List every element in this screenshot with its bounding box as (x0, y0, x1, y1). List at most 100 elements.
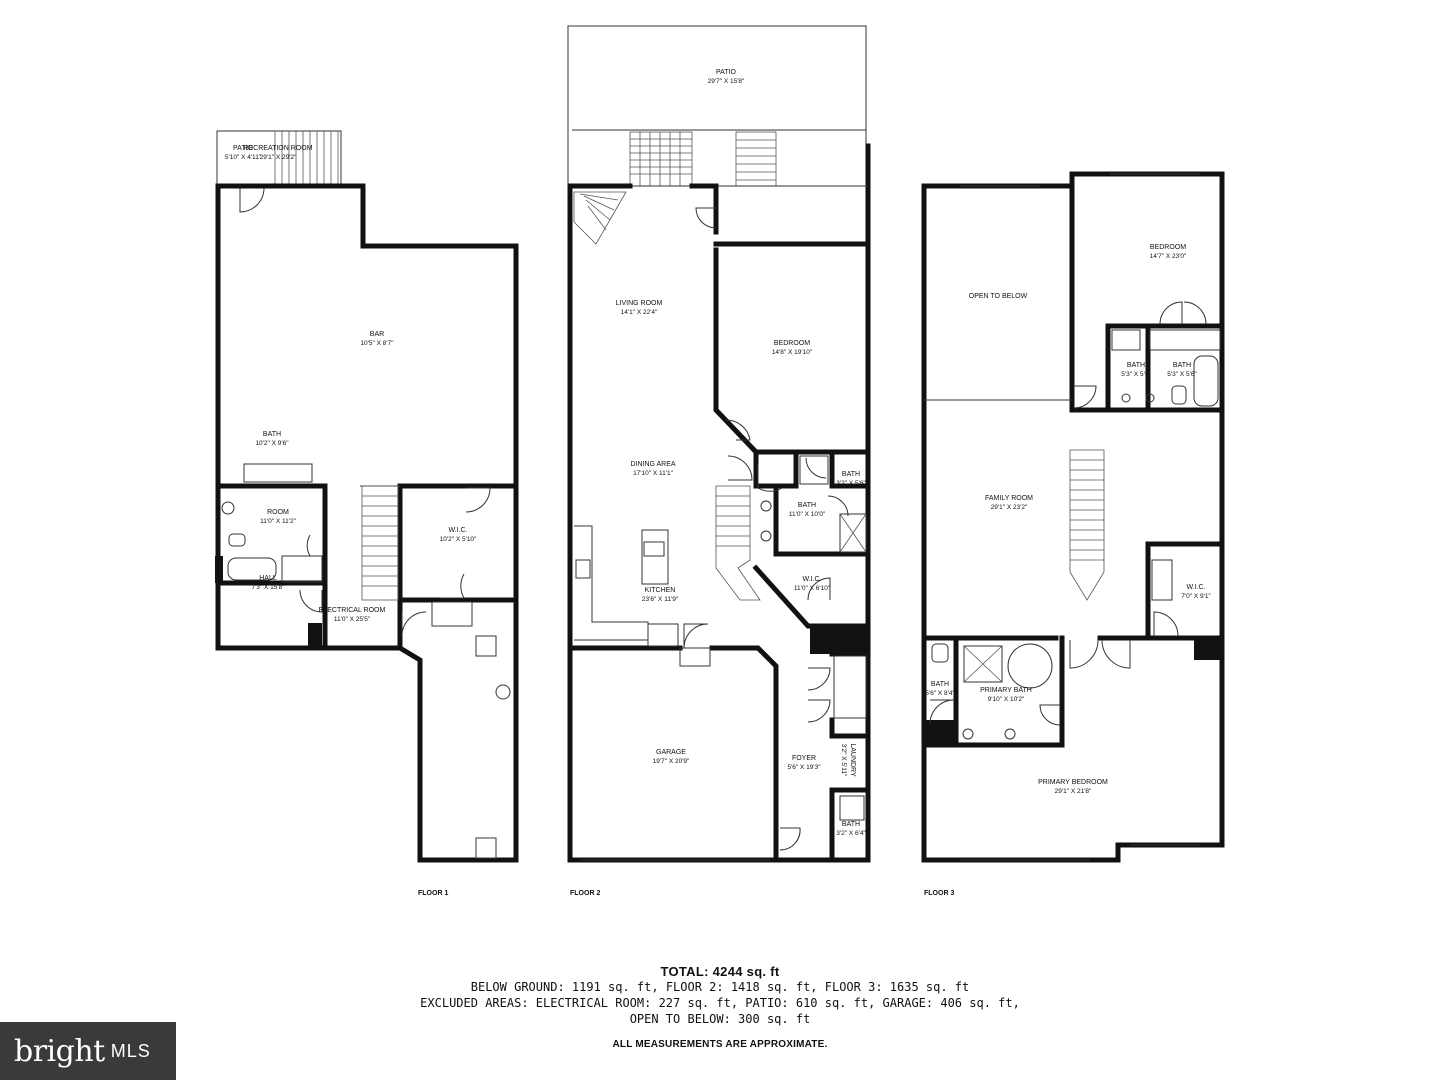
room-dimensions: 29'1" X 21'8" (1055, 788, 1092, 795)
room-name: FOYER (792, 755, 816, 762)
fridge (647, 623, 679, 647)
sink (575, 559, 591, 579)
bar-counter (243, 463, 313, 483)
room-name: W.I.C. (448, 527, 467, 534)
room-name: PRIMARY BEDROOM (1038, 779, 1108, 786)
room-dimensions: 10'2" X 9'6" (255, 440, 289, 447)
room-dimensions: 3'2" X 5'11" (840, 744, 847, 777)
room-label: BEDROOM 14'7" X 23'0" (1150, 244, 1187, 260)
room-dimensions: 3'2" X 5'6" (836, 480, 866, 487)
room-name: KITCHEN (645, 587, 676, 594)
bath-column (215, 556, 223, 583)
garage-steps (679, 647, 711, 667)
room-dimensions: 19'7" X 20'9" (653, 758, 690, 765)
bath-large-walls (773, 483, 871, 557)
room-label: GARAGE 19'7" X 20'9" (653, 749, 690, 765)
room-dimensions: 10'5" X 8'7" (360, 340, 394, 347)
kitchen-island (641, 529, 669, 585)
floor-2-doors (683, 207, 849, 851)
closet (833, 655, 867, 719)
room-name: GARAGE (656, 749, 686, 756)
open-to-below-line: OPEN TO BELOW: 300 sq. ft (629, 1012, 811, 1026)
room-label: W.I.C. 10'2" X 5'10" (440, 527, 477, 543)
vanity-sink-2 (1004, 728, 1016, 740)
logo-suffix: MLS (110, 1040, 151, 1061)
room-name: BATH (842, 471, 860, 478)
foyer-walls (829, 651, 871, 739)
bath-small-walls (753, 449, 799, 489)
vanity-sink-2 (760, 530, 772, 542)
below-ground-line: BELOW GROUND: 1191 sq. ft, FLOOR 2: 1418… (470, 980, 970, 994)
bath-sink (799, 455, 829, 485)
floor-2-label: FLOOR 2 (570, 890, 600, 897)
room-label: BATH 3'2" X 5'6" (836, 471, 866, 487)
patio-stairs (274, 131, 339, 185)
floor-3-stairs (1069, 449, 1105, 601)
room-name: PRIMARY BATH (980, 687, 1032, 694)
column-right (1194, 638, 1222, 660)
bedroom-walls (713, 247, 871, 455)
room-name: BATH (1127, 362, 1145, 369)
floor-2-outer-walls (567, 143, 871, 863)
room-label: LIVING ROOM 14'1" X 22'4" (616, 300, 663, 316)
room-dimensions: 5'6" X 8'4" (925, 690, 955, 697)
sink (221, 501, 235, 515)
room-dimensions: 14'7" X 23'0" (1150, 253, 1187, 260)
floor-1-plan (215, 130, 519, 863)
room-name: LIVING ROOM (616, 300, 663, 307)
room-label: HALL 7'3" X 15'8" (251, 575, 285, 591)
room-dimensions: 3'2" X 6'4" (836, 830, 866, 837)
floor-1-doors (239, 187, 491, 637)
room-name: RECREATION ROOM (243, 145, 312, 152)
floor-2-plan (567, 25, 871, 863)
room-name: BATH (842, 821, 860, 828)
room-label: W.I.C.11'0" X 6'10" (794, 576, 831, 592)
room-label: W.I.C.7'0" X 9'1" (1181, 584, 1211, 600)
bath-toilet (931, 643, 949, 663)
wic-walls (1145, 541, 1225, 641)
total-area: TOTAL: 4244 sq. ft (660, 964, 780, 979)
excluded-areas-line: EXCLUDED AREAS: ELECTRICAL ROOM: 227 sq.… (420, 996, 1020, 1010)
wic-column (308, 623, 322, 647)
tub (1193, 355, 1219, 407)
bath-sink-foyer (839, 795, 865, 821)
primary-shower (963, 645, 1003, 683)
area-summary: TOTAL: 4244 sq. ft BELOW GROUND: 1191 sq… (320, 964, 1120, 1050)
room-dimensions: 5'10" X 4'11" (225, 154, 262, 161)
bath-walls (1105, 323, 1225, 413)
room-dimensions: 9'10" X 10'2" (988, 696, 1025, 703)
bath-right-walls (829, 449, 871, 489)
cooktop (643, 541, 665, 557)
shower (839, 513, 867, 553)
floor-2-stairs-down (573, 191, 627, 245)
room-name: BATH (263, 431, 281, 438)
utility-closet (431, 601, 473, 627)
room-dimensions: 5'6" X 19'3" (787, 764, 821, 771)
sink-1 (1121, 393, 1131, 403)
tub (227, 557, 277, 581)
room-label: RECREATION ROOM 29'1" X 29'2" (243, 145, 312, 161)
room-dimensions: 10'2" X 5'10" (440, 536, 477, 543)
room-name: BEDROOM (1150, 244, 1186, 251)
logo-brand: bright (14, 1033, 105, 1069)
room-name: HALL (259, 575, 277, 582)
patio-stairs-left (629, 131, 693, 187)
room-name: BAR (370, 331, 384, 338)
room-label: BAR 10'5" X 8'7" (360, 331, 394, 347)
room-label: BATH 5'6" X 8'4" (925, 681, 955, 697)
room-name: DINING AREA (630, 461, 675, 468)
toilet (228, 533, 246, 547)
room-dimensions: 14'1" X 22'4" (621, 309, 658, 316)
room-dimensions: 29'1" X 29'2" (260, 154, 297, 161)
room-dimensions: 14'8" X 19'10" (772, 349, 813, 356)
room-name: BATH (931, 681, 949, 688)
bedroom-top-wall (713, 183, 871, 247)
room-dimensions: 7'3" X 15'8" (251, 584, 285, 591)
